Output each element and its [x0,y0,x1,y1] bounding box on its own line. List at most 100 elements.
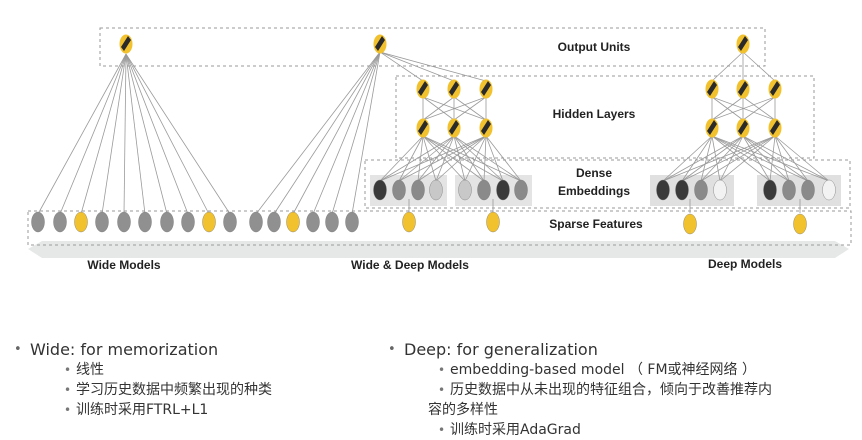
wd-dense-edge [435,135,455,182]
deep-output-node-mark [738,36,748,51]
deep-hidden-node-1-mark [770,81,780,96]
deep-item-unseen: 历史数据中从未出现的特征组合，倾向于改善推荐内 [388,380,858,400]
deep-dense-edge [742,135,790,182]
wd-dense-edge [398,135,424,182]
deep-dense-edge [711,135,790,182]
deep-dense-edge [681,135,744,182]
wide-sparse-node [53,211,67,233]
deep-output-edge [711,51,744,82]
deep-dense-edge [719,135,744,182]
wd-hidden-node-1 [479,79,493,99]
deep-dense-edge [774,135,790,182]
wd-sparse-node [345,211,359,233]
deep-dense-edge [711,135,809,182]
wide-item-linear: 线性 [14,360,374,380]
deep-hidden-node-1 [736,79,750,99]
deep-hidden-edge [711,96,744,121]
wd-deep-sparse-node [486,211,500,233]
deep-dense-edge [719,135,776,182]
wide-edge [125,53,210,215]
hidden-layers-label: Hidden Layers [553,107,636,121]
wd-dense-edge [398,135,487,182]
wide-sparse-node [181,211,195,233]
wd-hidden-edge [422,96,455,121]
wd-hidden-node-2 [416,118,430,138]
deep-dense-edge [662,135,744,182]
wd-dense-edge [453,135,504,182]
deep-hidden-node-1-mark [738,81,748,96]
wide-output-node-mark [121,36,131,51]
wide-edge [125,53,189,215]
deep-sparse-node [683,213,697,235]
deep-dense-node [763,179,777,201]
sparse-features-box [27,210,852,246]
deep-hidden-node-2 [768,118,782,138]
wd-hidden-node-2 [479,118,493,138]
wd-dense-node [373,179,387,201]
deep-dense-node [656,179,670,201]
wd-dense-edge [485,135,522,182]
wd-dense-edge [417,135,455,182]
wd-sparse-node [267,211,281,233]
wd-dense-edge [422,135,466,182]
dense-label-line1: Dense [576,166,612,180]
wd-hidden-node-1-mark [418,81,428,96]
deep-hidden-node-2-mark [770,120,780,135]
deep-dense-edge [662,135,713,182]
wd-hidden-node-1-mark [481,81,491,96]
deep-hidden-node-1 [768,79,782,99]
wd-dense-edge [422,135,522,182]
wd-dense-edge [379,135,424,182]
wd-dense-edge [422,135,504,182]
deep-dense-edge [662,135,776,182]
wd-sparse-node [286,211,300,233]
deep-dense-edge [774,135,830,182]
wide-edge [80,53,127,215]
wide-sparse-node [117,211,131,233]
deep-item-training: 训练时采用AdaGrad [388,420,858,440]
wd-hidden-node-1 [416,79,430,99]
wide-sparse-node [223,211,237,233]
model-label-wide-deep: Wide & Deep Models [351,258,469,272]
model-label-deep: Deep Models [708,257,782,271]
deep-dense-edge [742,135,809,182]
wide-edge [125,53,168,215]
models-band [28,241,849,258]
wd-dense-edge [422,135,485,182]
wide-sparse-node [202,211,216,233]
deep-sparse-node [793,213,807,235]
deep-hidden-node-1 [705,79,719,99]
dense-label-line2: Embeddings [558,184,630,198]
deep-dense-node [801,179,815,201]
wd-output-edge [379,51,424,82]
deep-item-unseen-cont: 容的多样性 [428,402,498,418]
wd-dense-edge [417,135,424,182]
deep-dense-node [713,179,727,201]
deep-dense-edge [711,135,771,182]
deep-hidden-edge [742,96,776,121]
wd-dense-node [496,179,510,201]
wd-output-edge [379,51,455,82]
wd-wide-edge [331,51,381,215]
wide-item-training: 训练时采用FTRL+L1 [14,400,374,420]
wide-title: Wide: for memorization [14,339,374,360]
deep-dense-edge [711,135,721,182]
wd-sparse-node [249,211,263,233]
wide-output-node [119,34,133,54]
wd-wide-edge [273,51,381,215]
deep-bullets: Deep: for generalization embedding-based… [388,339,858,440]
wide-sparse-node [138,211,152,233]
wd-hidden-node-1 [447,79,461,99]
wide-edge [101,53,127,215]
wide-edge [123,53,127,215]
wide-edge [59,53,127,215]
deep-item-embedding: embedding-based model （ FM或神经网络 ） [388,360,858,380]
deep-dense-node [675,179,689,201]
wd-dense-edge [453,135,466,182]
wd-hidden-edge [453,96,487,121]
deep-hidden-edge [711,96,776,121]
wd-output-edge [379,51,487,82]
wd-sparse-node [306,211,320,233]
